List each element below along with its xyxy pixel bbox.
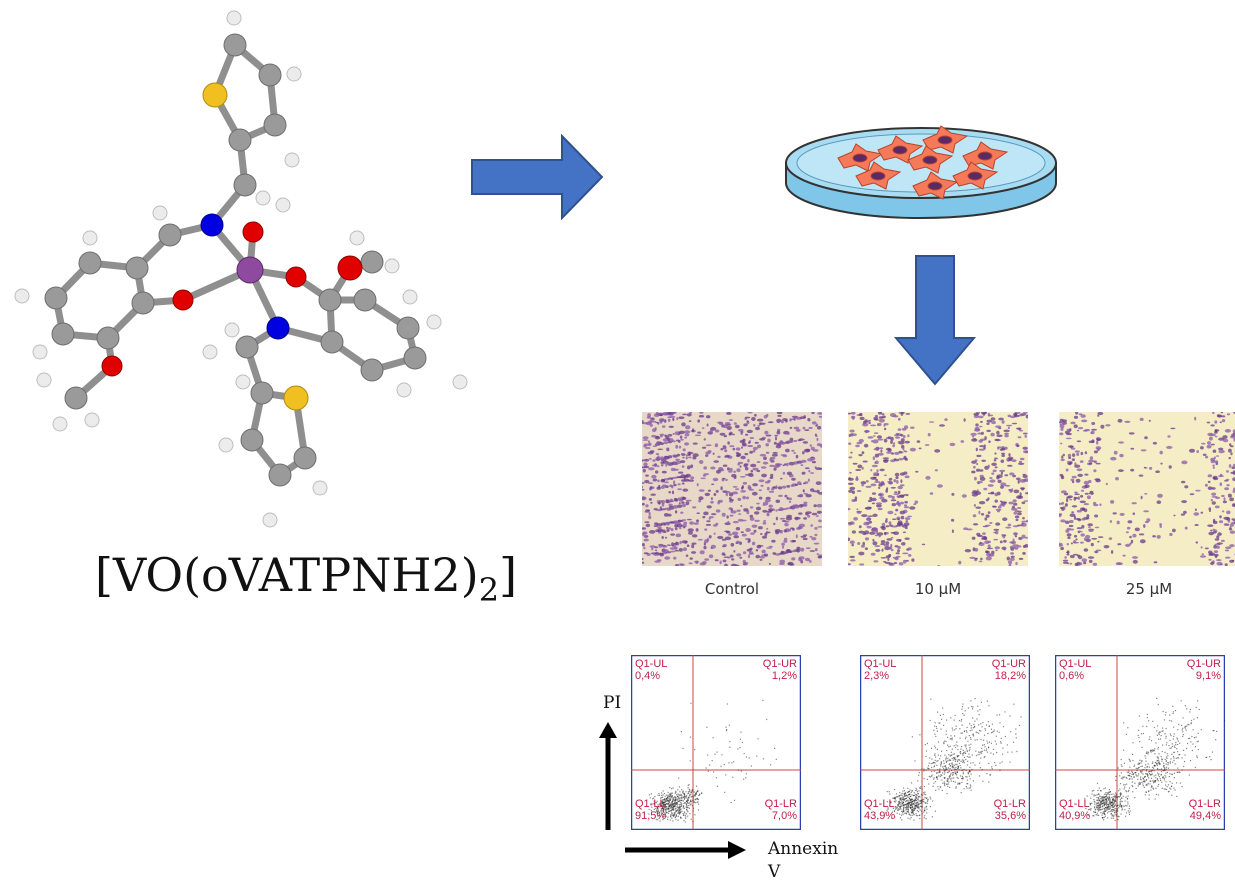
- quadrant-value-ul: 2,3%: [864, 670, 889, 682]
- compound-name: [VO(oVATPNH2): [95, 548, 479, 602]
- quadrant-name-ur: Q1-UR: [992, 658, 1026, 670]
- petri-dish: [780, 118, 1062, 228]
- quadrant-value-ll: 43,9%: [864, 810, 895, 822]
- oxygen-atom: [243, 222, 263, 242]
- quadrant-name-ll: Q1-LL: [864, 798, 895, 810]
- sulfur-atom: [203, 83, 227, 107]
- oxygen-atom: [173, 290, 193, 310]
- quadrant-value-lr: 49,4%: [1190, 810, 1221, 822]
- quadrant-value-ur: 9,1%: [1196, 670, 1221, 682]
- quadrant-value-ul: 0,4%: [635, 670, 660, 682]
- quadrant-name-ur: Q1-UR: [1187, 658, 1221, 670]
- nitrogen-atom: [267, 317, 289, 339]
- quadrant-value-lr: 35,6%: [995, 810, 1026, 822]
- quadrant-name-lr: Q1-LR: [1189, 798, 1221, 810]
- quadrant-name-ul: Q1-UL: [1059, 658, 1091, 670]
- compound-close-bracket: ]: [499, 548, 517, 602]
- quadrant-value-ll: 40,9%: [1059, 810, 1090, 822]
- compound-subscript: 2: [479, 571, 499, 609]
- quadrant-value-ur: 1,2%: [772, 670, 797, 682]
- y-axis-label: PI: [603, 693, 621, 713]
- flow-plot-25um: Q1-UL 0,6% Q1-UR 9,1% Q1-LL 40,9% Q1-LR …: [1055, 655, 1225, 830]
- quadrant-name-lr: Q1-LR: [994, 798, 1026, 810]
- x-axis-label-line1: Annexin: [768, 839, 838, 859]
- oxygen-atom: [102, 356, 122, 376]
- micrograph-label-control: Control: [642, 580, 822, 598]
- quadrant-name-ul: Q1-UL: [635, 658, 667, 670]
- nitrogen-atom: [201, 214, 223, 236]
- sulfur-atom: [284, 386, 308, 410]
- micrograph-10um: [848, 412, 1028, 566]
- quadrant-name-ur: Q1-UR: [763, 658, 797, 670]
- micrograph-label-10um: 10 µM: [848, 580, 1028, 598]
- vanadium-atom: [237, 257, 263, 283]
- quadrant-value-ur: 18,2%: [995, 670, 1026, 682]
- flow-plot-10um: Q1-UL 2,3% Q1-UR 18,2% Q1-LL 43,9% Q1-LR…: [860, 655, 1030, 830]
- flow-axes-arrows: [590, 720, 760, 860]
- compound-label: [VO(oVATPNH2)2]: [95, 548, 517, 609]
- quadrant-name-lr: Q1-LR: [765, 798, 797, 810]
- micrograph-25um: [1059, 412, 1235, 566]
- molecule-structure: [0, 0, 480, 540]
- micrograph-control: [642, 412, 822, 566]
- right-arrow: [470, 134, 604, 220]
- oxygen-atom: [338, 256, 362, 280]
- oxygen-atom: [286, 267, 306, 287]
- quadrant-value-lr: 7,0%: [772, 810, 797, 822]
- quadrant-name-ul: Q1-UL: [864, 658, 896, 670]
- quadrant-name-ll: Q1-LL: [1059, 798, 1090, 810]
- carbon-atoms: [45, 34, 426, 486]
- quadrant-value-ul: 0,6%: [1059, 670, 1084, 682]
- x-axis-label-line2: V: [768, 862, 780, 882]
- micrograph-label-25um: 25 µM: [1059, 580, 1235, 598]
- down-arrow: [894, 254, 976, 386]
